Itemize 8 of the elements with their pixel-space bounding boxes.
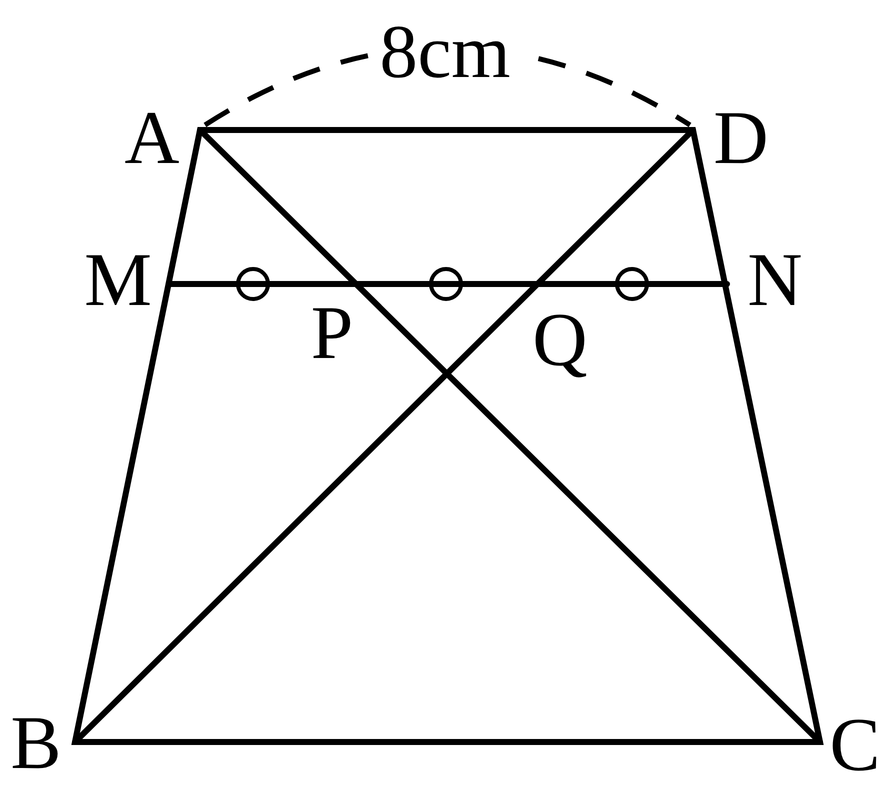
point-label: C [830,707,880,783]
point-label: P [310,295,354,371]
point-label: N [748,242,802,318]
point-label: B [10,705,62,781]
point-label: M [84,242,152,318]
point-label: D [714,100,768,176]
point-label: Q [532,302,588,378]
point-label: A [124,100,180,176]
